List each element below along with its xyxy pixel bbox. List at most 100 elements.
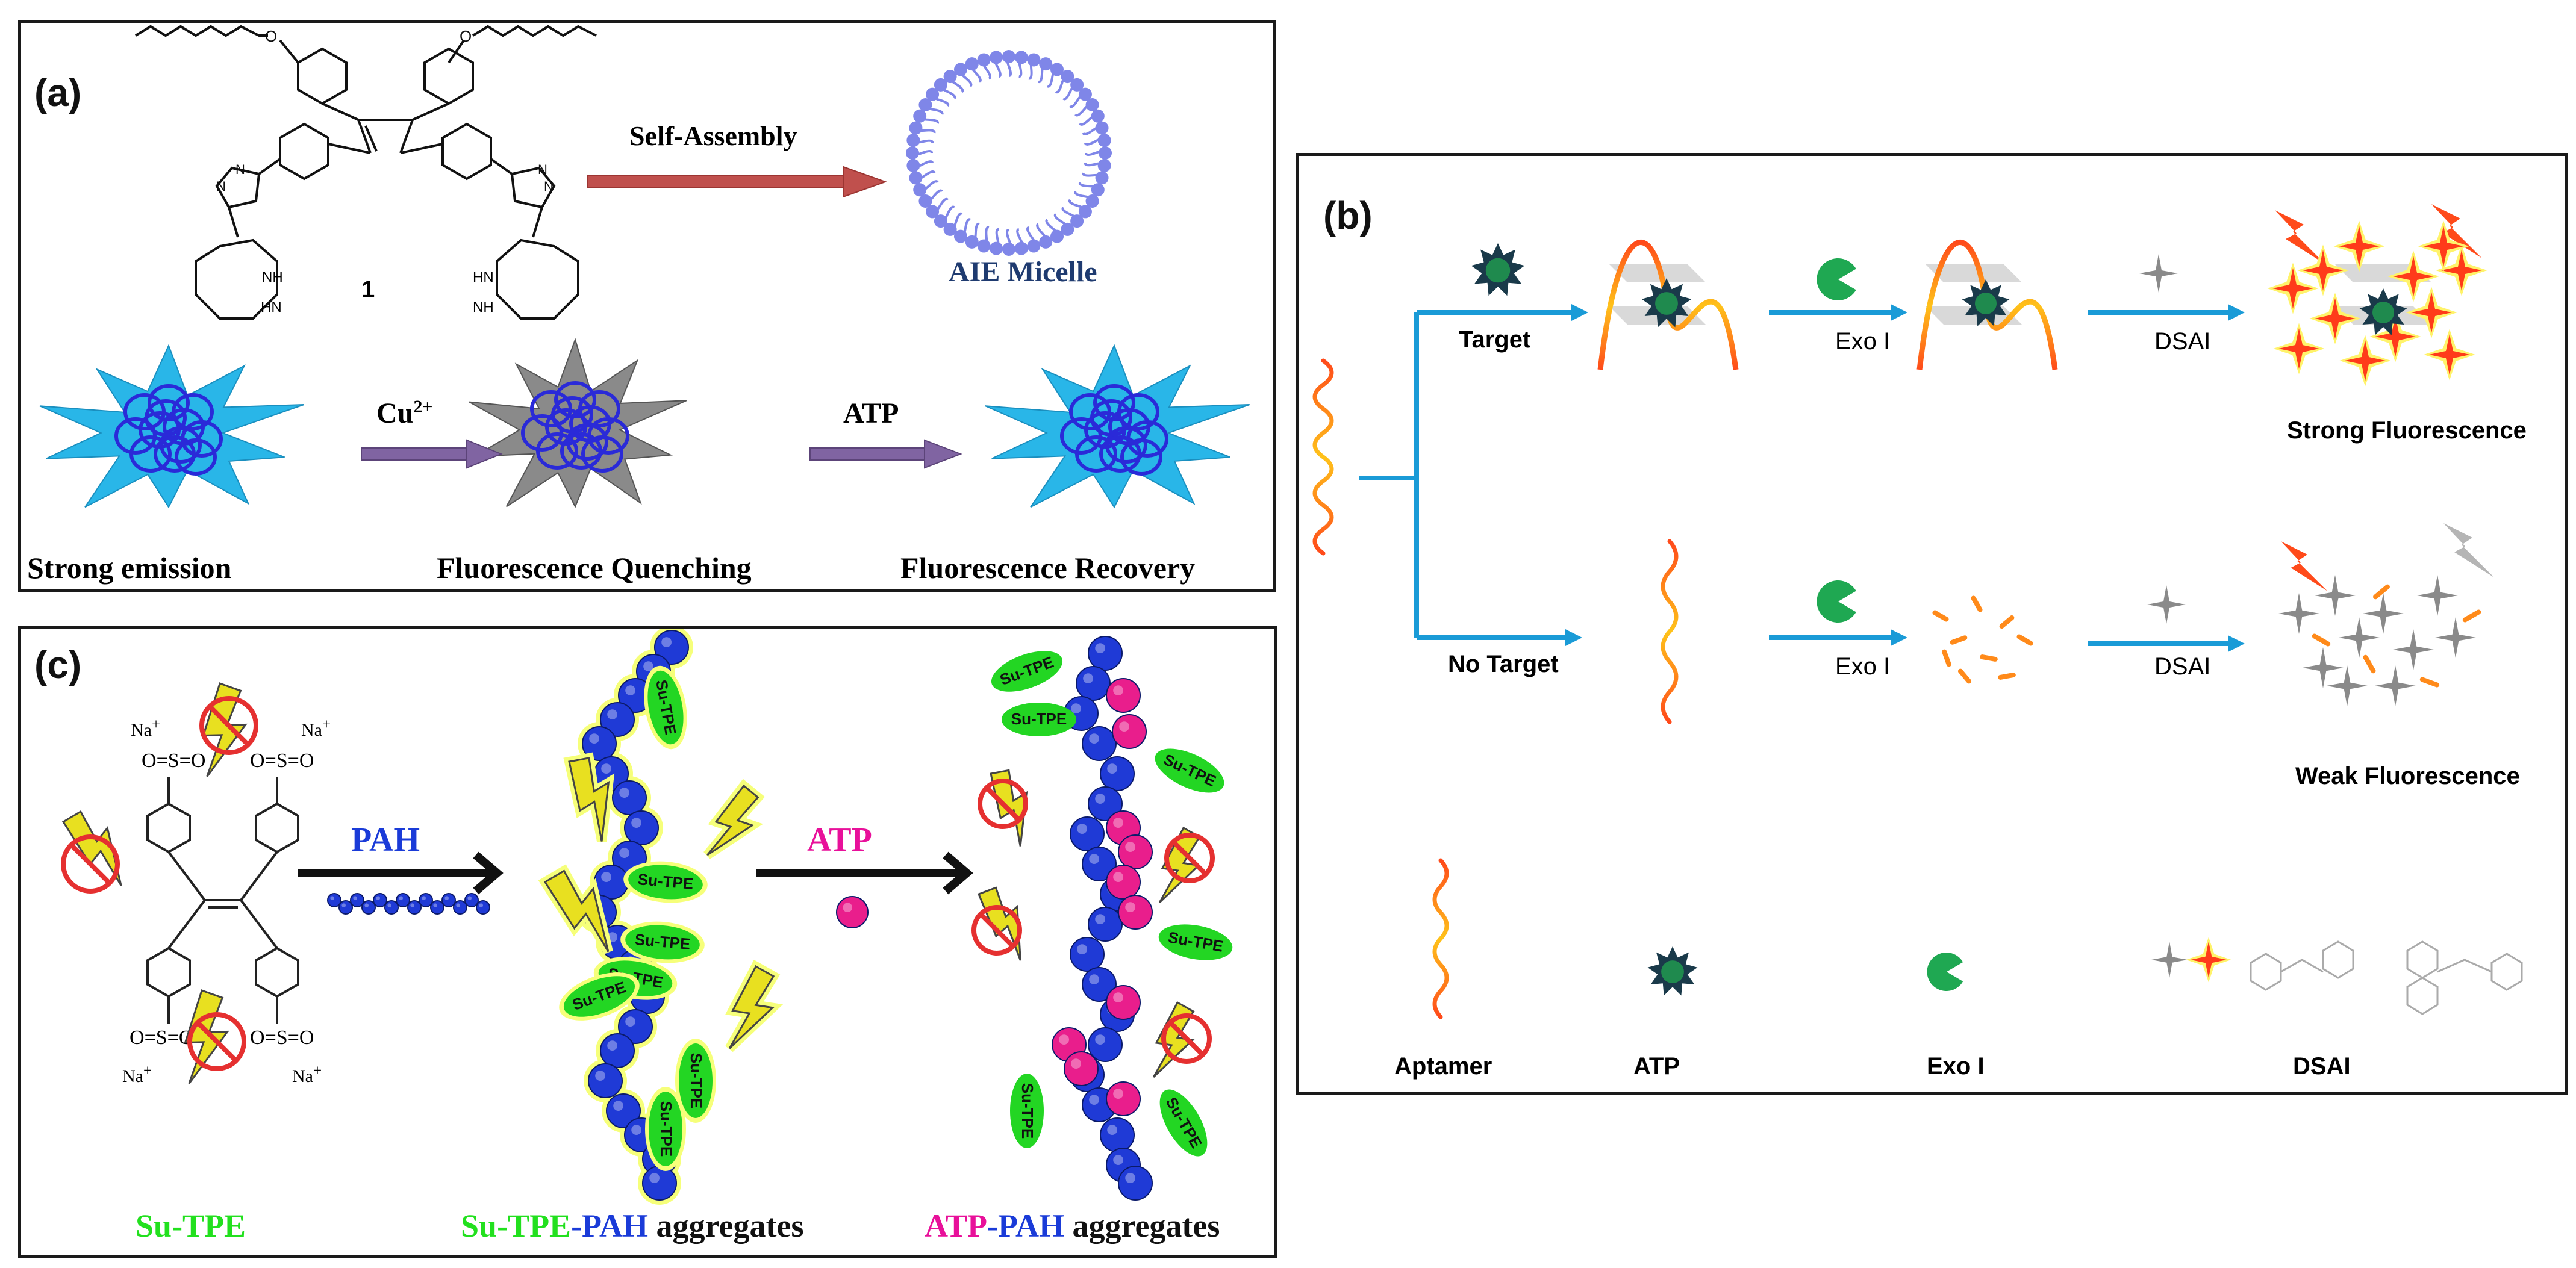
weak-star-5 xyxy=(2393,629,2434,670)
agg2-pink-7-shine xyxy=(1059,1034,1069,1045)
svg-text:N: N xyxy=(235,162,245,177)
pah-chain-bead-4 xyxy=(373,893,387,907)
sulfonate-bottom-right: Na+ xyxy=(292,1063,322,1086)
atp-bound-1-core xyxy=(1655,292,1678,315)
pah-label: PAH xyxy=(351,821,420,859)
aggregate-ring xyxy=(566,423,608,461)
cyan-star-shape xyxy=(985,344,1250,509)
agg1-sphere-5-shine xyxy=(601,763,611,774)
pah-arrow-head xyxy=(473,851,504,895)
agg2-su-tpe-3 xyxy=(1155,748,1224,793)
gray-star-shape xyxy=(469,337,687,508)
agg1-sphere-15 xyxy=(600,1033,635,1068)
agg2-pink-4 xyxy=(1106,865,1141,900)
fluor-star-2 xyxy=(2315,298,2356,339)
ban-2 xyxy=(61,834,120,894)
micelle-head xyxy=(1099,146,1112,160)
svg-text:O: O xyxy=(265,27,277,45)
recovery-star xyxy=(985,344,1250,509)
gquad-plates-1 xyxy=(1609,264,1706,282)
agg2-sphere-16 xyxy=(1100,1117,1135,1152)
legend-atp-label: ATP xyxy=(1633,1053,1680,1080)
dsai-vinyl-2 xyxy=(2437,959,2492,973)
agg1-sphere-2-shine xyxy=(625,685,635,695)
sulfonate-bottom-left: Na+ xyxy=(122,1063,152,1086)
panel-b-tag: (b) xyxy=(1323,194,1373,237)
so3-top-right: O=S=O xyxy=(250,750,314,772)
agg1-su-tpe-2 xyxy=(628,865,703,900)
agg1-sphere-6 xyxy=(612,780,647,815)
aggregate-ring xyxy=(536,432,578,470)
micelle-head xyxy=(1050,63,1064,76)
legend-aptamer-label: Aptamer xyxy=(1394,1053,1492,1080)
agg2-ban-2 xyxy=(971,905,1022,956)
agg2-su-tpe-2-text: Su-TPE xyxy=(1011,710,1067,728)
agg2-sphere-3-shine xyxy=(1089,733,1099,744)
dna-fragment-3 xyxy=(1980,654,1998,662)
so3-bottom-right: O=S=O xyxy=(250,1027,314,1049)
gquad-plates-2 xyxy=(1926,264,2022,282)
nh-label-2: HN xyxy=(261,299,282,315)
no-target-label: No Target xyxy=(1448,651,1559,677)
atp-label-c: ATP xyxy=(807,821,872,859)
weak-star-3 xyxy=(2303,647,2344,688)
atp-label-a: ATP xyxy=(843,397,899,429)
aggregate-ring xyxy=(554,381,596,418)
weak-star-0 xyxy=(2278,593,2319,634)
agg2-pink-0-shine xyxy=(1113,685,1123,695)
agg2-sphere-17-shine xyxy=(1113,1155,1123,1165)
pah-chain-bead-5-shine xyxy=(387,903,391,907)
pah-chain-bead-5 xyxy=(384,900,399,915)
agg1-sphere-17-shine xyxy=(613,1101,623,1111)
agg2-sphere-16-shine xyxy=(1107,1125,1117,1135)
agg1-su-tpe-6 xyxy=(679,1043,713,1118)
dsai-arrow-1-head xyxy=(2228,304,2245,321)
agg2-su-tpe-5-text: Su-TPE xyxy=(1018,1083,1037,1139)
micelle-head xyxy=(1061,222,1074,236)
agg2-sphere-1-shine xyxy=(1083,673,1093,683)
pah-chain-bead-4-shine xyxy=(376,896,380,900)
agg2-ban-3 xyxy=(1164,833,1215,883)
panel-a: (a) xyxy=(18,20,1276,592)
agg1-su-tpe-1 xyxy=(647,670,684,745)
branch-target-arrow-head xyxy=(1571,304,1588,321)
weak-fragment-3 xyxy=(2462,609,2481,623)
target-label: Target xyxy=(1459,326,1531,353)
atp-bound-3-core xyxy=(2372,302,2394,323)
fluor-star-6 xyxy=(2411,292,2452,333)
atp-pah-aggregates-label: ATP-PAH aggregates xyxy=(925,1207,1220,1245)
agg1-sphere-3 xyxy=(600,702,635,737)
weak-star-7 xyxy=(2435,617,2476,658)
agg2-sphere-6-shine xyxy=(1077,824,1087,834)
svg-text:O: O xyxy=(460,27,472,45)
agg2-sphere-7 xyxy=(1082,847,1117,881)
agg1-su-tpe-5 xyxy=(563,976,635,1017)
aptamer-free xyxy=(1661,539,1679,724)
agg2-su-tpe-4 xyxy=(1158,924,1233,960)
weak-star-2 xyxy=(2339,617,2380,658)
aggregate-ring xyxy=(1099,435,1141,473)
micelle-head xyxy=(913,183,927,197)
agg2-sphere-9 xyxy=(1088,907,1123,942)
micelle-head xyxy=(906,158,920,172)
pah-chain-bead-0-shine xyxy=(330,896,334,900)
state-strong-emission: Strong emission xyxy=(27,551,232,585)
agg2-sphere-0-shine xyxy=(1095,643,1105,653)
agg2-sphere-6 xyxy=(1070,816,1105,851)
svg-text:N: N xyxy=(216,179,226,194)
agg1-sphere-20 xyxy=(642,1166,677,1201)
agg2-sphere-9-shine xyxy=(1095,914,1105,924)
micelle-head xyxy=(1085,98,1099,111)
micelle-head xyxy=(909,171,923,185)
micelle-head xyxy=(1061,70,1074,84)
agg2-su-tpe-2 xyxy=(1002,703,1076,736)
weak-star-6 xyxy=(2417,575,2458,616)
agg1-su-tpe-7-text: Su-TPE xyxy=(657,1101,675,1157)
agg2-ban-3-slash xyxy=(1171,840,1208,876)
state-fluorescence-quenching: Fluorescence Quenching xyxy=(437,551,752,585)
micelle-head xyxy=(1070,214,1084,228)
pah-chain-bead-2 xyxy=(350,893,364,907)
micelle-head xyxy=(1039,235,1053,249)
agg2-pink-8 xyxy=(1064,1051,1099,1086)
pah-chain-bead-9-shine xyxy=(433,903,437,907)
